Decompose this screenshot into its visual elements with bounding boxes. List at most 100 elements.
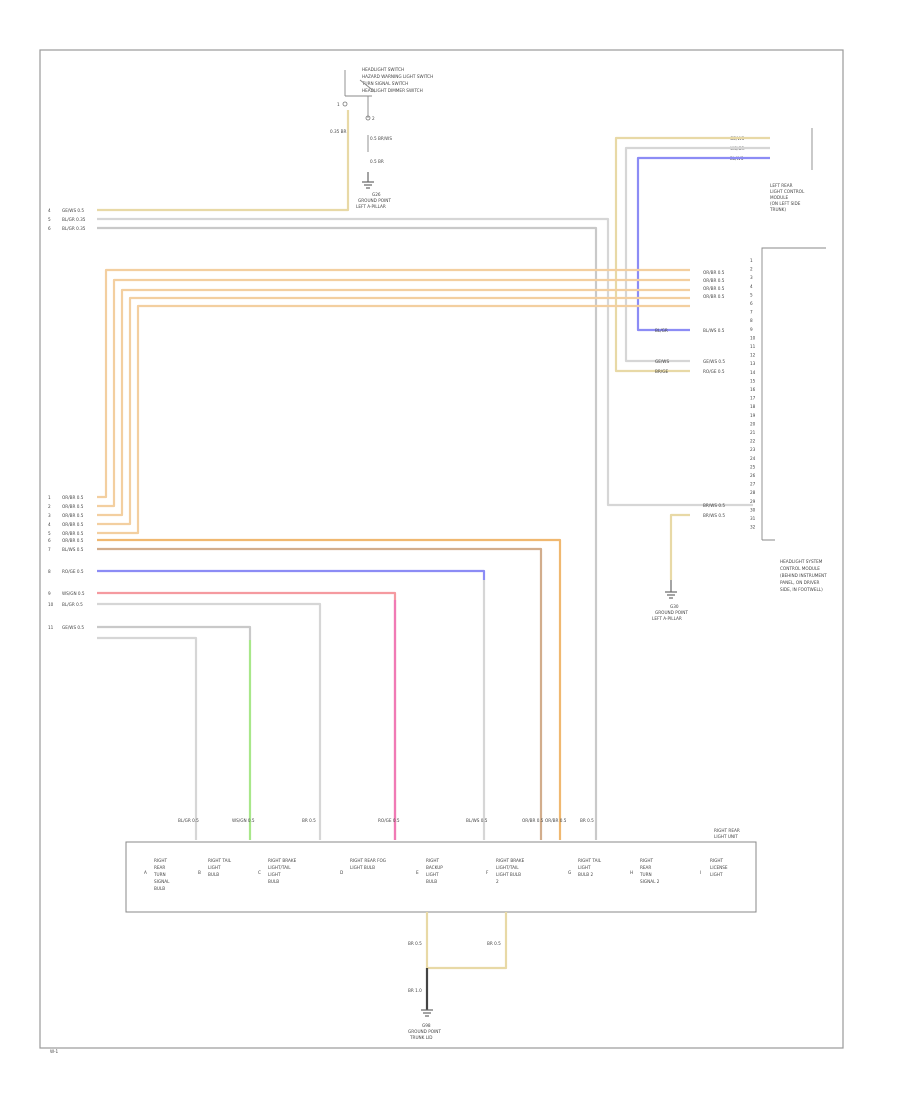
module-main-outline [761, 247, 826, 541]
bottom-item-pin: G [568, 870, 571, 875]
connector-b-pin: 1 [48, 495, 51, 500]
bottom-wire-code: BL/GR 0.5 [178, 818, 199, 823]
bottom-item-pin: D [340, 870, 343, 875]
module-pin-number: 17 [750, 396, 756, 401]
ground-wire-code-3: BR 1.0 [408, 988, 422, 993]
connector-b-pin: 8 [48, 569, 51, 574]
bottom-item-label: BULB [208, 872, 219, 877]
ground-symbol-g30 [665, 580, 677, 599]
module-code-8: BR/WS 0.5 [703, 503, 725, 508]
module-side-code-3: BR/GE [655, 369, 668, 374]
switch-wire-code-2: 0.5 BR/WS [370, 136, 392, 141]
module-pin-number: 28 [750, 490, 756, 495]
right-module-main: 1234567891011121314151617181920212223242… [652, 247, 827, 621]
wire-pink-bus [97, 591, 397, 840]
module-pin-number: 7 [750, 310, 753, 315]
connector-b-code: OR/BR 0.5 [62, 531, 84, 536]
module-pin-number: 1 [750, 258, 753, 263]
module-pin-number: 32 [750, 525, 756, 530]
bottom-item-label: RIGHT [426, 858, 440, 863]
module-main-label-1: HEADLIGHT SYSTEM [780, 559, 823, 564]
module-pin-number: 21 [750, 430, 756, 435]
wire-orange-1 [97, 268, 690, 499]
wire-blue-bus [97, 569, 486, 580]
bottom-unit-title-1: RIGHT REAR [714, 828, 740, 833]
switch-terminal-2 [365, 115, 371, 121]
bottom-item-label: SIGNAL [154, 879, 170, 884]
bottom-wire-code: OR/BR 0.5 [522, 818, 544, 823]
bottom-item-label: LIGHT BULB [496, 872, 521, 877]
bottom-item-label: RIGHT [640, 858, 654, 863]
ground-wire-code-2: BR 0.5 [487, 941, 501, 946]
top-switch: HEADLIGHT SWITCH HAZARD WARNING LIGHT SW… [330, 67, 433, 209]
module-main-label-2: CONTROL MODULE [780, 566, 820, 571]
wire-white-bus [97, 602, 322, 840]
bottom-item-label: LIGHT [268, 872, 281, 877]
bottom-item-label: RIGHT [710, 858, 724, 863]
module-pin-number: 4 [750, 284, 753, 289]
connector-a-pin-4: 4 [48, 208, 51, 213]
connector-b-code: OR/BR 0.5 [62, 495, 84, 500]
switch-wire-code-3: 0.5 BR [370, 159, 384, 164]
bottom-wire-code: BL/WS 0.5 [466, 818, 488, 823]
module-pin-number: 15 [750, 378, 756, 383]
connector-b-pin: 11 [48, 625, 54, 630]
module-main-label-4: PANEL, ON DRIVER [780, 580, 820, 585]
bottom-unit-title-2: LIGHT UNIT [714, 834, 738, 839]
wire-yellow-to-switch [97, 110, 350, 212]
bottom-wire-code: BR 0.5 [302, 818, 316, 823]
connector-b-pin: 9 [48, 591, 51, 596]
bottom-item-label: BULB [154, 886, 165, 891]
bottom-item-label: BACKUP [426, 865, 443, 870]
wire-white-to-module [97, 217, 753, 507]
bottom-item-label: 2 [496, 879, 499, 884]
module-pin-number: 29 [750, 499, 756, 504]
bottom-item-label: LIGHT [208, 865, 221, 870]
module-side-code-1: BL/GR [655, 328, 668, 333]
module-top-label-2: LIGHT CONTROL [770, 189, 805, 194]
bottom-wire-code: BR 0.5 [580, 818, 594, 823]
switch-terminal-1-label: 1 [337, 102, 340, 107]
page-tag: W-1 [50, 1049, 58, 1054]
top-switch-label-1: HEADLIGHT SWITCH [362, 67, 404, 72]
connector-a-pin-6: 6 [48, 226, 51, 231]
bottom-item-label: LIGHT/TAIL [268, 865, 291, 870]
module-code-5: BL/WS 0.5 [703, 328, 725, 333]
module-code-4: OR/BR 0.5 [703, 294, 725, 299]
wire-white-module-top [624, 146, 770, 363]
connector-b-code: GE/WS 0.5 [62, 625, 84, 630]
bottom-wire-code: OR/BR 0.5 [545, 818, 567, 823]
module-pin-number: 11 [750, 344, 756, 349]
module-pin-number: 2 [750, 267, 753, 272]
connector-b-pin: 6 [48, 538, 51, 543]
module-pin-number: 22 [750, 439, 756, 444]
connector-a-pin-5: 5 [48, 217, 51, 222]
module-pin-number: 24 [750, 456, 756, 461]
ground-symbol-g26 [362, 172, 374, 189]
wire-orange-6 [97, 538, 562, 840]
bottom-item-label: LIGHT/TAIL [496, 865, 519, 870]
module-pin-number: 25 [750, 464, 756, 469]
module-code-9: BR/WS 0.5 [703, 513, 725, 518]
module-code-2: OR/BR 0.5 [703, 278, 725, 283]
connector-a-code-2: BL/GR 0.35 [62, 217, 86, 222]
ground-g30-label-2: GROUND POINT [655, 610, 688, 615]
module-top-label-4: (ON LEFT SIDE [770, 201, 801, 206]
module-top-label-1: LEFT REAR [770, 183, 793, 188]
module-code-7: RO/GE 0.5 [703, 369, 725, 374]
wire-brown-7 [97, 547, 543, 840]
bottom-item-label: RIGHT TAIL [208, 858, 232, 863]
bottom-item-label: BULB 2 [578, 872, 593, 877]
bottom-item-pin: F [486, 870, 489, 875]
wire-orange-2 [97, 278, 690, 508]
bottom-wire-code: WS/GN 0.5 [232, 818, 255, 823]
ground-symbol-g98 [421, 1009, 433, 1017]
connector-a-code-1: GE/WS 0.5 [62, 208, 84, 213]
bottom-item-label: REAR [640, 865, 651, 870]
connector-a-code-3: BL/GR 0.35 [62, 226, 86, 231]
bottom-unit-box [125, 841, 757, 913]
ground-g98-label-3: TRUNK LID [409, 1035, 433, 1040]
bottom-item-pin: H [630, 870, 633, 875]
wire-white-bus-2 [97, 636, 198, 840]
module-code-1: OR/BR 0.5 [703, 270, 725, 275]
